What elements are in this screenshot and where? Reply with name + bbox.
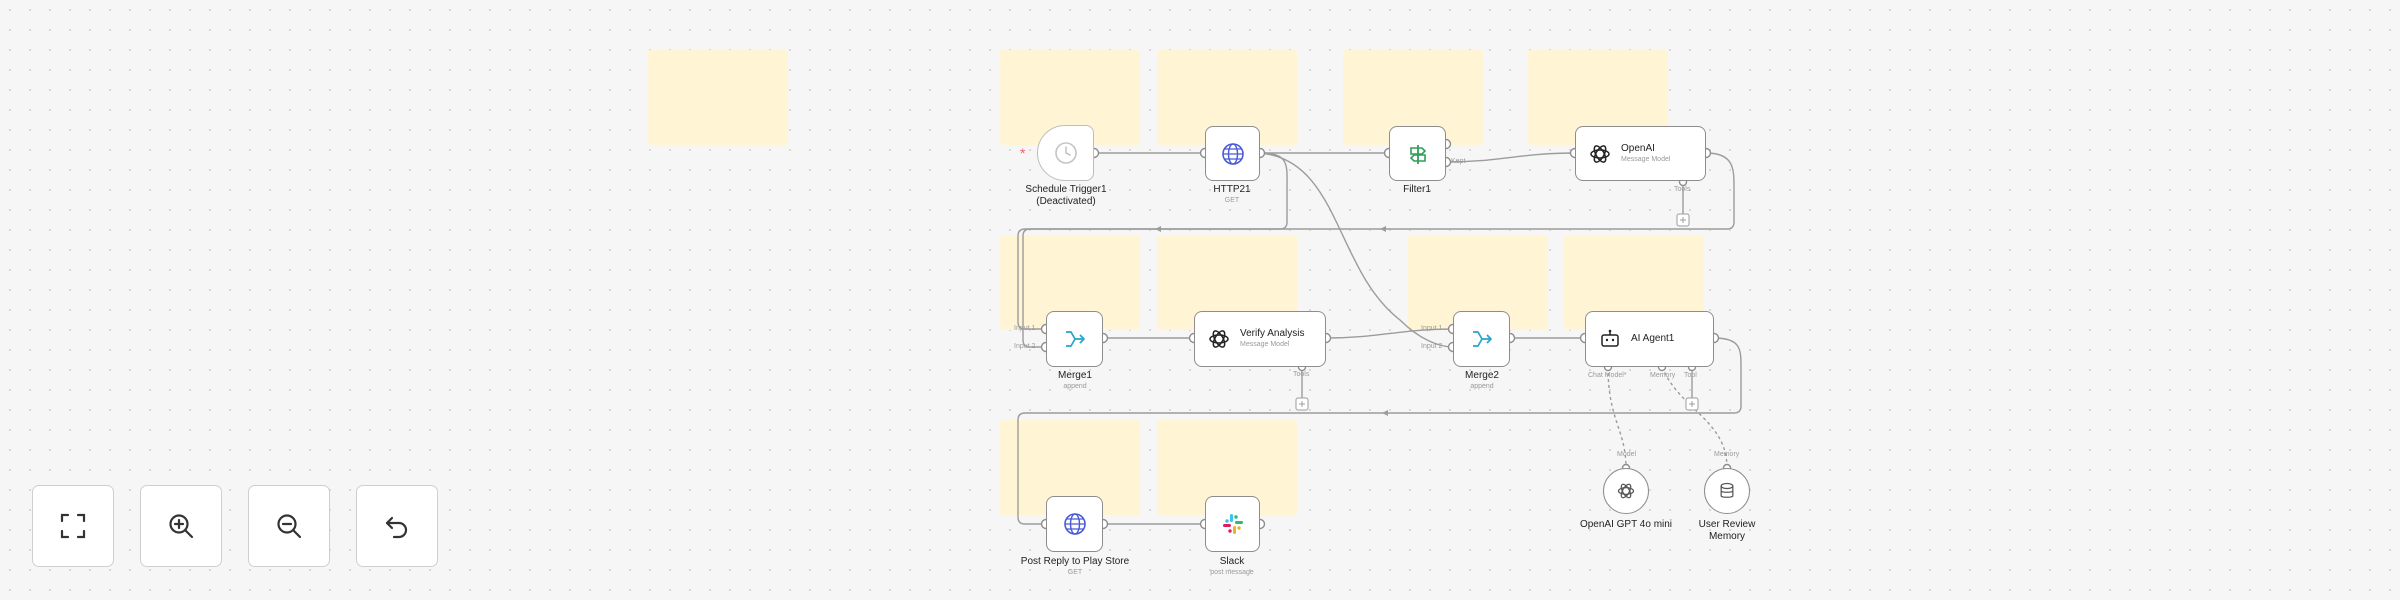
undo-icon [385,516,408,539]
slack-icon [1222,514,1243,534]
slack-node[interactable] [1205,496,1260,552]
slack-label: Slack post message [1210,556,1254,576]
merge1-node[interactable] [1046,311,1103,367]
undo-button[interactable] [356,485,438,567]
sticky-note[interactable] [648,50,788,145]
merge1-input2-label: Input 2 [1014,343,1036,350]
globe-icon [1221,142,1244,165]
ai-agent-title: AI Agent1 [1631,333,1675,344]
openai-subtitle: Message Model [1621,155,1671,163]
openai-gpt-label: OpenAI GPT 4o mini [1579,519,1673,530]
connection-verify-merge2 [1325,328,1454,339]
memory-port-label: Memory [1714,451,1740,458]
verify-tools-port-label: Tools [1293,371,1310,378]
filter-node[interactable] [1389,126,1446,181]
post-reply-label: Post Reply to Play Store GET [1020,556,1130,576]
filter-signpost-icon [1409,144,1426,164]
openai-title: OpenAI [1621,142,1655,154]
merge-icon [1065,331,1085,347]
agent-tool-port-label: Tool [1684,372,1697,379]
post-reply-node[interactable] [1046,496,1103,552]
http-request-label: HTTP21 GET [1213,184,1251,204]
openai-gpt-node[interactable] [1603,468,1649,514]
fit-view-button[interactable] [32,485,114,567]
verify-subtitle: Message Model [1240,341,1290,348]
connection-openai-merge1 [1022,152,1735,348]
agent-chat-model-port-label: Chat Model* [1588,372,1627,379]
merge-icon [1472,331,1492,347]
merge2-input2-label: Input 2 [1421,343,1443,350]
schedule-trigger-label: Schedule Trigger1 (Deactivated) [1025,184,1107,207]
merge2-node[interactable] [1453,311,1510,367]
verify-analysis-node[interactable]: Verify Analysis Message Model [1194,311,1326,367]
openai-node[interactable]: OpenAI Message Model [1575,126,1706,181]
user-review-memory-node[interactable] [1704,468,1750,514]
robot-icon [1601,329,1619,347]
merge2-label: Merge2 append [1465,370,1499,390]
zoom-out-icon [277,514,302,539]
user-review-memory-label: User Review Memory [1698,519,1756,542]
openai-icon [1590,144,1610,163]
connection-agent-post [1017,337,1742,525]
merge2-input1-label: Input 1 [1421,325,1443,332]
openai-icon [1617,483,1635,499]
connection-http-merge2 [1259,152,1454,348]
openai-icon [1209,330,1229,348]
filter-kept-port-label: Kept [1451,158,1466,165]
database-icon [1720,482,1734,498]
model-port-label: Model [1617,451,1637,458]
zoom-out-button[interactable] [248,485,330,567]
filter-label: Filter1 [1403,184,1431,195]
zoom-in-icon [169,514,194,539]
fit-view-icon [60,513,86,539]
openai-tools-port-label: Tools [1674,186,1691,193]
verify-title: Verify Analysis [1240,328,1305,339]
agent-memory-port-label: Memory [1650,372,1676,379]
warning-icon: * [1020,145,1026,161]
ai-agent-node[interactable]: AI Agent1 [1585,311,1714,367]
zoom-in-button[interactable] [140,485,222,567]
http-request-node[interactable] [1205,126,1260,181]
merge1-input1-label: Input 1 [1014,325,1036,332]
connection-filter-openai [1445,152,1576,163]
globe-icon [1063,513,1086,535]
schedule-trigger-node[interactable] [1037,125,1094,181]
clock-icon [1054,142,1077,164]
merge1-label: Merge1 append [1058,370,1092,390]
